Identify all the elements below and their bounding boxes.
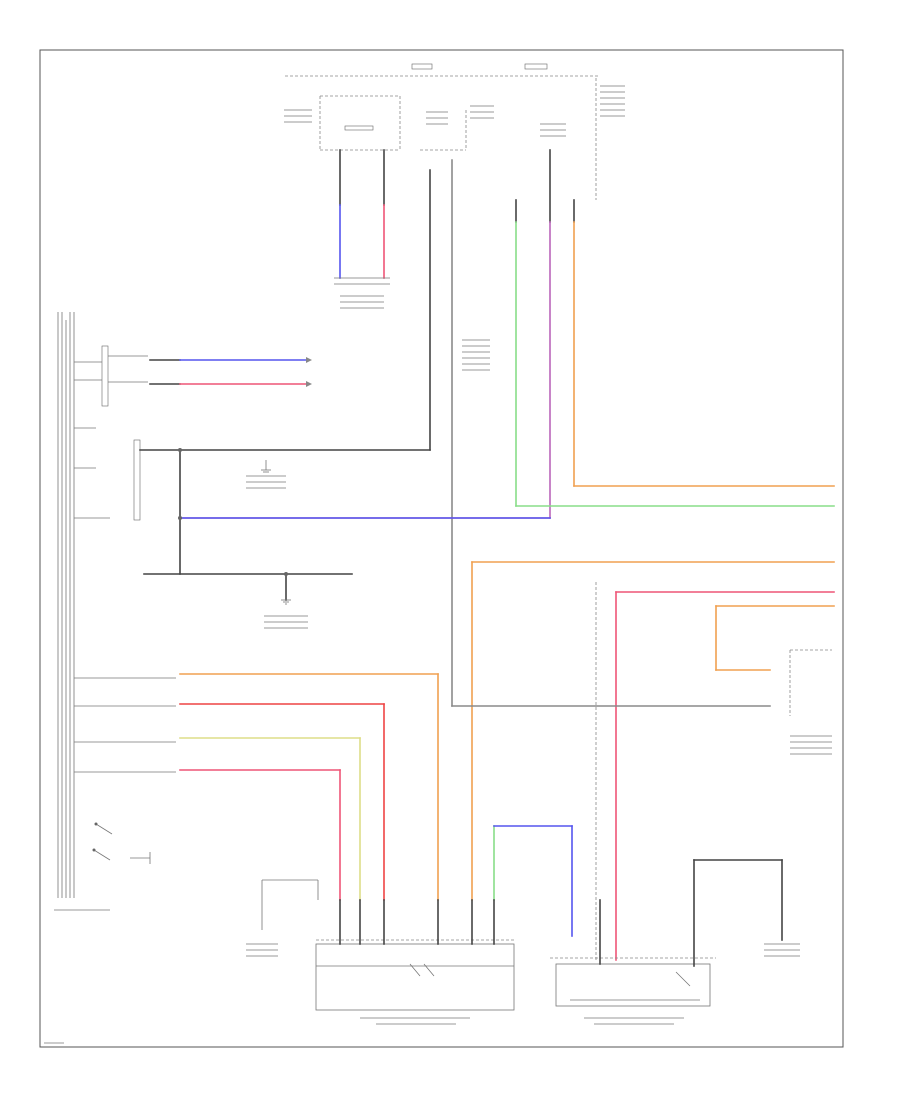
switch-contact-icon <box>409 963 435 977</box>
right-vertical-wires <box>179 149 835 519</box>
ground-icon <box>261 460 271 473</box>
switch-contact-icon <box>94 822 113 835</box>
left-bus-lines <box>57 312 75 898</box>
lower-left-connector-label <box>246 943 278 957</box>
bottom-wire-stubs <box>339 899 601 965</box>
center-vertical-wires <box>429 159 490 707</box>
fuse-box-right <box>540 123 566 137</box>
bottom-right-module-label <box>584 1017 684 1025</box>
splice-dot-icon <box>284 572 288 576</box>
lower-ground-run <box>143 572 353 629</box>
right-upper-module-label <box>790 735 832 755</box>
middle-module-section <box>74 427 551 575</box>
right-side-runs <box>451 561 835 961</box>
ground-icon <box>281 599 291 605</box>
top-module-wires-label <box>340 295 384 309</box>
bottom-main-module-label <box>360 1017 470 1025</box>
diagram-frame <box>39 49 844 1048</box>
left-switches <box>92 822 151 864</box>
right-arrow-connectors <box>306 357 312 387</box>
center-wire-label <box>462 339 490 371</box>
right-bottom-label <box>764 943 800 957</box>
top-module-wires <box>334 149 390 309</box>
switch-contact-icon <box>675 971 691 987</box>
splice-dot-icon <box>178 516 182 520</box>
fuse-box-center <box>420 105 494 151</box>
bottom-right-module <box>550 957 716 1025</box>
lower-left-connector <box>246 879 319 957</box>
middle-module-label <box>246 475 286 489</box>
right-bottom-wire <box>693 859 800 967</box>
bottom-main-module <box>315 939 515 1025</box>
top-power-bus <box>285 63 625 200</box>
splice-dot-icon <box>178 448 182 452</box>
switch-contact-icon <box>92 848 111 861</box>
top-module-label <box>284 109 312 123</box>
blue-loop-wire <box>493 825 573 937</box>
left-upper-connector <box>74 345 312 407</box>
lower-ground-label <box>264 615 308 629</box>
top-module-box <box>284 95 401 151</box>
top-right-label-block <box>600 85 625 117</box>
lower-signal-wires <box>74 673 439 901</box>
